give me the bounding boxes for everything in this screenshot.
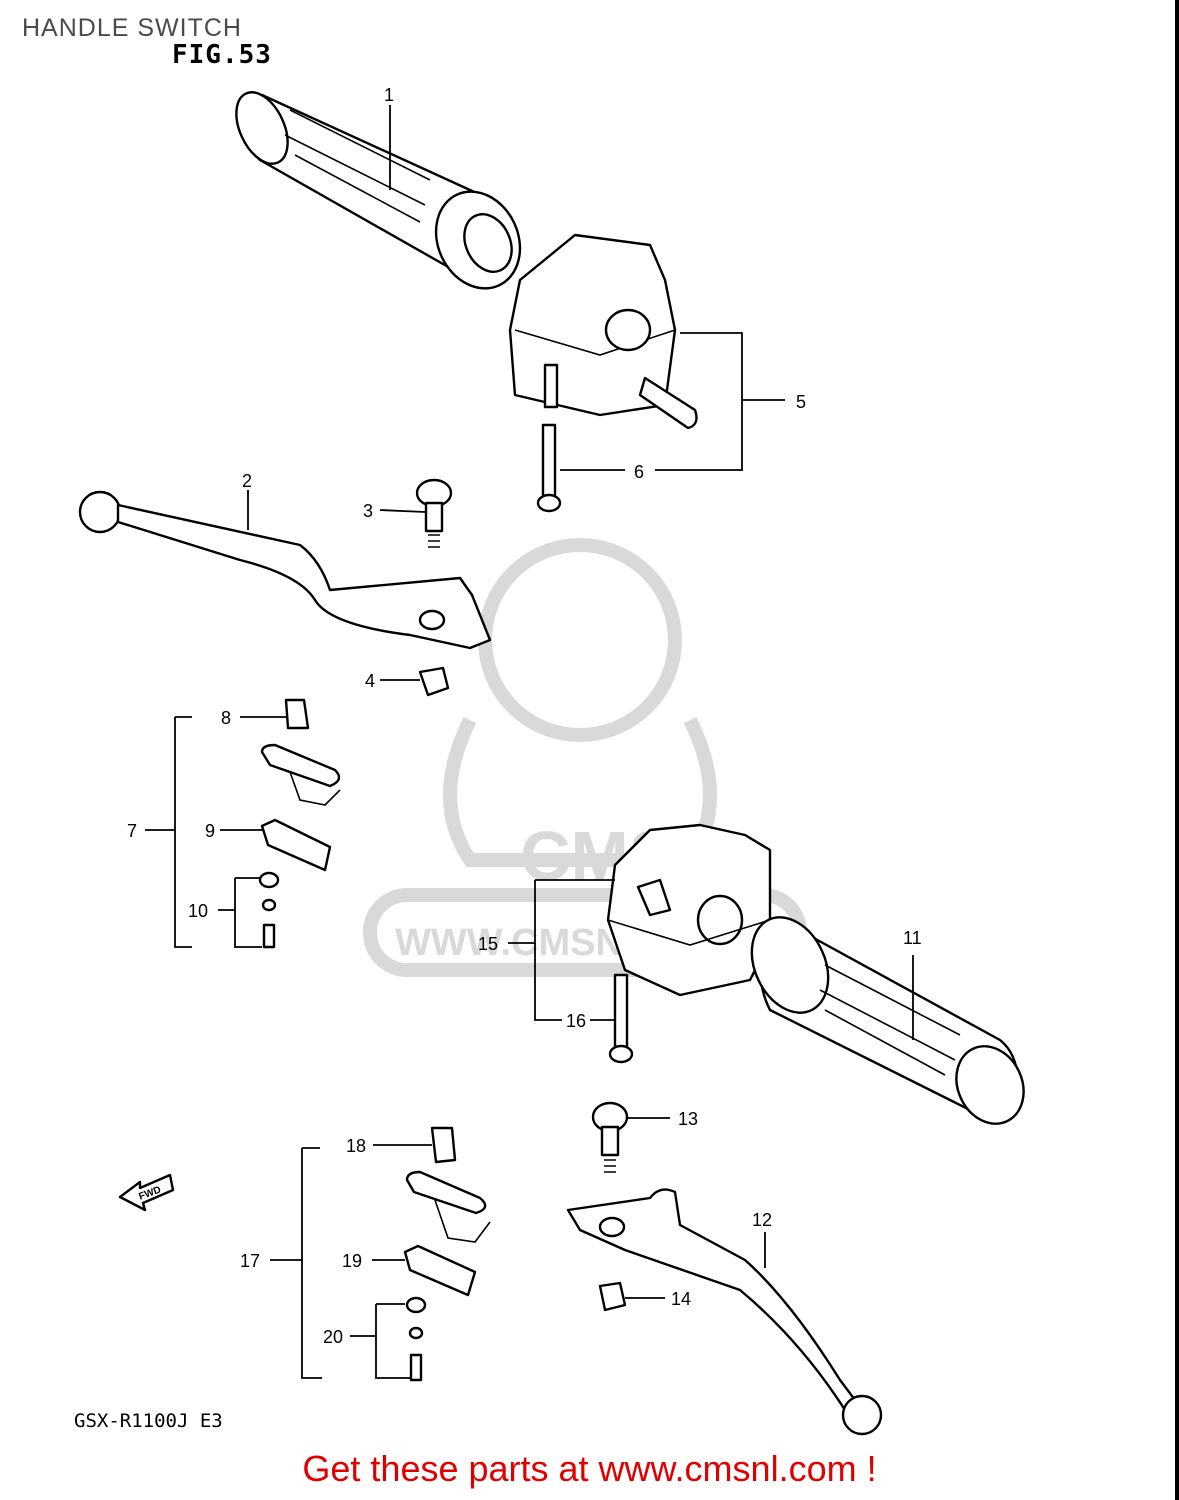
nut-14-part xyxy=(598,1281,627,1312)
right-switch-housing-part xyxy=(606,823,772,997)
callout-18: 18 xyxy=(346,1136,366,1156)
callout-12: 12 xyxy=(752,1210,772,1230)
right-lever-part xyxy=(566,1188,883,1436)
left-lever-part xyxy=(78,490,492,650)
callout-3: 3 xyxy=(363,501,373,521)
left-switch-housing-part xyxy=(508,233,698,430)
callout-14: 14 xyxy=(671,1289,691,1309)
callout-17: 17 xyxy=(240,1251,260,1271)
screw-6-part xyxy=(536,423,562,513)
page-title: HANDLE SWITCH xyxy=(22,14,242,42)
callout-4: 4 xyxy=(365,671,375,691)
callout-2: 2 xyxy=(242,471,252,491)
right-grip-part xyxy=(750,916,1025,1125)
pivot-bolt-13-part xyxy=(591,1101,629,1173)
screw-16-part xyxy=(608,973,634,1064)
left-grip-part xyxy=(235,91,522,290)
pivot-bolt-3-part xyxy=(415,478,453,548)
nut-4-part xyxy=(418,666,450,697)
callout-9: 9 xyxy=(205,821,215,841)
figure-label: FIG.53 xyxy=(172,40,272,70)
callout-7: 7 xyxy=(127,821,137,841)
callout-15: 15 xyxy=(478,934,498,954)
callout-16: 16 xyxy=(566,1011,586,1031)
callout-13: 13 xyxy=(678,1109,698,1129)
page-right-border xyxy=(1175,0,1179,1500)
callout-19: 19 xyxy=(342,1251,362,1271)
forward-direction-arrow-icon: FWD xyxy=(118,1173,175,1212)
callout-20: 20 xyxy=(323,1327,343,1347)
switch-assembly-17-parts xyxy=(403,1126,491,1382)
callout-11: 11 xyxy=(903,928,922,948)
callout-5: 5 xyxy=(796,392,806,412)
switch-assembly-7-parts xyxy=(258,698,341,949)
parts-store-link[interactable]: Get these parts at www.cmsnl.com ! xyxy=(302,1448,877,1489)
callout-8: 8 xyxy=(221,708,231,728)
callout-numbers: 1 2 3 4 5 6 7 8 9 10 11 12 13 14 15 16 1… xyxy=(127,85,922,1347)
callout-10: 10 xyxy=(188,901,208,921)
model-code: GSX-R1100J E3 xyxy=(74,1410,223,1432)
callout-leader-lines xyxy=(145,105,914,1379)
callout-6: 6 xyxy=(634,462,644,482)
callout-1: 1 xyxy=(384,85,394,105)
